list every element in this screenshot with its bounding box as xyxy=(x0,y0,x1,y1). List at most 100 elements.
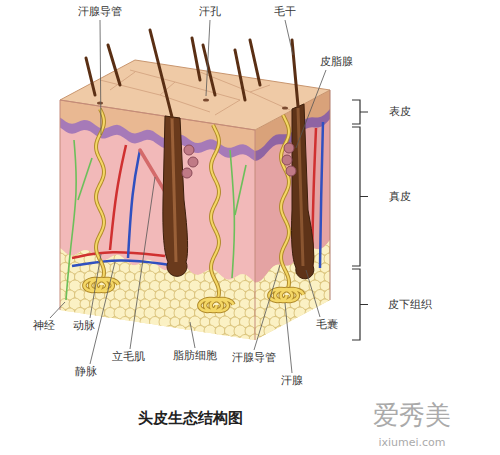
fat-cell xyxy=(144,325,156,337)
fat-cell xyxy=(129,316,141,328)
leader-line xyxy=(296,70,326,148)
fat-cell xyxy=(60,227,71,238)
part-label: 皮脂腺 xyxy=(320,55,353,68)
skin-crack xyxy=(110,72,135,90)
sweat-gland-outline xyxy=(199,299,233,311)
artery xyxy=(72,252,165,258)
fat-cell xyxy=(50,299,60,309)
sebaceous-gland xyxy=(182,168,192,178)
sweat-pore xyxy=(203,98,209,101)
fat-layer xyxy=(60,248,255,340)
leader-line xyxy=(190,322,195,348)
sweat-duct-outline xyxy=(281,115,289,289)
layer-bracket xyxy=(352,269,368,340)
sweat-duct xyxy=(281,115,289,289)
sebaceous-gland xyxy=(286,166,296,176)
artery xyxy=(110,145,126,250)
fat-cell xyxy=(219,244,231,256)
fat-cell xyxy=(180,335,191,346)
leader-line xyxy=(254,265,280,350)
fat-cell xyxy=(330,281,341,292)
fat-cell xyxy=(255,236,266,247)
hair-shaft xyxy=(250,40,260,85)
fat-cell xyxy=(75,236,86,247)
sweat-duct xyxy=(211,125,219,299)
hair-shaft xyxy=(150,30,172,117)
leader-line xyxy=(90,262,115,364)
fat-cell xyxy=(219,226,231,238)
fat-cell xyxy=(155,326,165,336)
fat-cell xyxy=(290,335,300,345)
layer-label: 真皮 xyxy=(389,190,411,203)
fat-cell xyxy=(159,334,171,346)
fat-cell xyxy=(50,263,60,273)
fat-cell xyxy=(105,326,116,337)
nerve xyxy=(78,158,92,200)
fat-cell xyxy=(230,245,240,255)
fat-cell xyxy=(189,226,201,238)
fat-cell xyxy=(264,235,276,247)
fat-cell xyxy=(150,335,161,346)
fat-cell xyxy=(50,227,60,237)
fat-cell xyxy=(305,326,315,336)
part-label: 毛囊 xyxy=(316,318,338,331)
fat-cell xyxy=(330,335,341,346)
vein xyxy=(128,150,140,258)
fat-cell xyxy=(75,344,86,355)
sebaceous-gland xyxy=(284,143,294,153)
fat-cell xyxy=(65,344,75,354)
fat-cell xyxy=(330,227,341,238)
fat-cell xyxy=(330,245,341,256)
fat-cell xyxy=(135,236,146,247)
fat-cell xyxy=(294,343,306,355)
fat-cell xyxy=(230,263,240,273)
fat-cell xyxy=(200,335,210,345)
vein xyxy=(72,260,170,266)
sweat-gland xyxy=(199,299,233,311)
sebaceous-gland xyxy=(282,155,292,165)
fat-cell xyxy=(219,334,231,346)
front-face-outline xyxy=(60,100,255,340)
fat-cell xyxy=(290,317,300,327)
fat-cell xyxy=(114,235,126,247)
fat-cell xyxy=(219,262,231,274)
leader-line xyxy=(206,20,210,96)
leader-line xyxy=(130,177,155,349)
fat-cell xyxy=(114,325,126,337)
fat-cell xyxy=(110,317,120,327)
fat-cell xyxy=(320,335,330,345)
fat-cell xyxy=(60,317,71,328)
fat-cell xyxy=(99,316,111,328)
fat-cell xyxy=(324,307,336,319)
fat-cell xyxy=(120,335,131,346)
fat-cell xyxy=(285,326,296,337)
fat-cell xyxy=(309,334,321,346)
part-label: 动脉 xyxy=(73,319,95,332)
layer-bracket xyxy=(352,100,368,124)
watermark: ixiumei.com xyxy=(378,436,445,449)
part-label: 静脉 xyxy=(75,365,97,378)
layer-label: 表皮 xyxy=(389,105,411,118)
hair-follicle xyxy=(163,116,188,276)
fat-cell xyxy=(245,236,255,246)
fat-cell xyxy=(95,344,105,354)
fat-cell xyxy=(50,335,60,345)
fat-cell xyxy=(65,236,75,246)
skin-crack xyxy=(215,100,240,115)
fat-cell xyxy=(330,299,341,310)
fat-cell xyxy=(189,334,201,346)
part-label: 毛干 xyxy=(274,5,296,18)
fat-cell xyxy=(155,344,165,354)
skin-crack xyxy=(130,70,175,82)
fat-cell xyxy=(305,344,315,354)
fat-cell xyxy=(69,334,81,346)
sweat-duct xyxy=(96,109,104,279)
fat-cell xyxy=(270,245,281,256)
sweat-gland-outline xyxy=(269,289,303,301)
fat-cell xyxy=(50,245,60,255)
fat-cell xyxy=(144,343,156,355)
part-label: 汗腺导管 xyxy=(78,5,122,18)
fat-cell xyxy=(270,335,281,346)
part-label: 脂肪细胞 xyxy=(173,349,217,362)
